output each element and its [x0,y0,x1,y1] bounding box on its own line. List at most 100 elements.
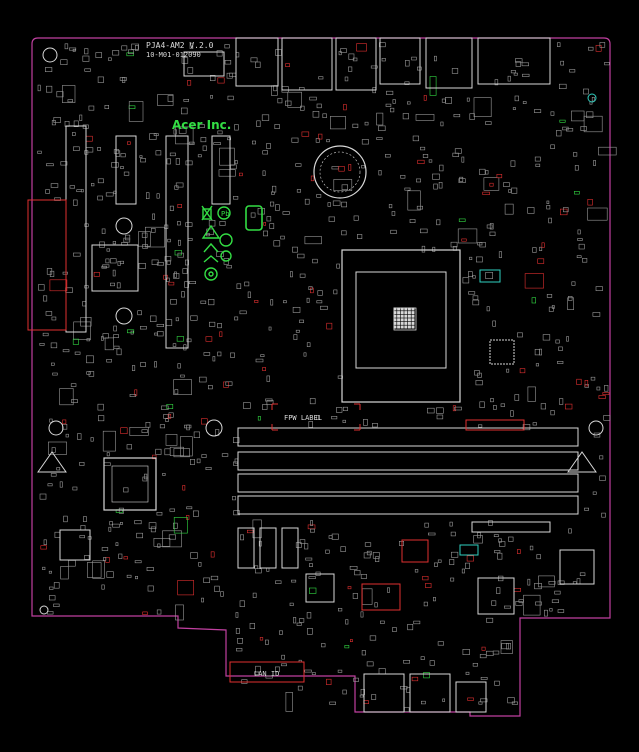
smd-footprint [342,419,346,423]
smd-footprint [132,365,136,371]
smd-footprint [344,645,350,649]
misc-ics [59,339,595,615]
bottom-connectors [363,673,487,713]
smd-footprint [559,398,564,405]
smd-footprint [165,418,169,423]
smd-footprint [83,516,87,522]
smd-footprint [376,137,383,140]
smd-footprint [120,522,123,525]
smd-footprint [432,597,436,602]
smd-footprint [527,578,531,586]
smd-footprint [423,95,427,101]
ul-mark-icon [203,242,232,262]
smd-footprint [388,204,393,209]
smd-footprint [230,352,235,358]
smd-footprint [93,271,100,277]
smd-footprint [73,120,79,128]
smd-footprint [591,97,595,102]
smd-footprint [457,228,478,244]
smd-footprint [578,243,585,250]
smd-footprint [308,587,317,594]
smd-footprint [542,334,551,341]
smd-footprint [54,531,61,538]
smd-footprint [177,580,194,596]
smd-footprint [289,602,294,606]
smd-footprint [233,510,240,516]
smd-footprint [462,277,470,284]
smd-footprint [123,556,129,560]
smd-footprint [180,436,193,457]
smd-footprint [172,343,177,347]
smd-footprint [175,604,184,621]
smd-footprint [329,116,346,130]
smd-footprint [479,242,486,248]
smd-footprint [341,230,347,236]
cpu-socket-grid [393,307,415,329]
smd-footprint [438,182,443,189]
smd-footprint [297,685,303,691]
smd-footprint [372,552,380,559]
smd-footprint [198,561,202,567]
smd-footprint [590,376,596,381]
smd-footprint [166,403,174,409]
compliance-icons: Pb [201,205,501,556]
smd-footprint [450,551,459,558]
smd-footprint [482,191,490,195]
socket-pin [411,311,415,315]
smd-footprint [442,698,446,702]
smd-footprint [465,671,470,675]
smd-footprint [379,42,386,48]
smd-footprint [74,351,81,355]
smd-footprint [304,198,310,205]
smd-footprint [68,560,76,567]
smd-footprint [217,77,225,84]
socket-pin [411,314,415,318]
smd-footprint [444,97,452,104]
smd-footprint [145,421,151,428]
smd-footprint [247,529,254,534]
smd-footprint [129,393,137,397]
smd-footprint [50,342,58,349]
smd-footprint [59,388,74,406]
smd-footprint [105,258,110,264]
smd-footprint [450,531,456,537]
smd-footprint [473,535,483,544]
smd-footprint [72,132,76,136]
smd-footprint [548,306,554,312]
smd-footprint [168,412,174,418]
smd-footprint [404,707,410,712]
smd-footprint [101,547,109,551]
smd-footprint [291,137,299,143]
smd-footprint [161,405,169,410]
smd-footprint [557,42,561,48]
ce-mark-icon [203,255,219,263]
smd-footprint [232,496,236,501]
smd-footprint [574,191,580,195]
smd-footprint [275,580,282,584]
socket-pin [393,307,397,311]
smd-footprint [177,221,181,226]
smd-footprint [559,119,566,123]
smd-footprint [254,565,259,569]
smd-footprint [310,520,313,526]
smd-footprint [466,555,474,562]
smd-footprint [185,160,193,166]
smd-footprint [106,571,114,578]
smd-footprint [79,461,85,466]
smd-footprint [326,678,332,686]
smd-footprint [190,458,195,465]
smd-footprint [419,228,428,234]
smd-footprint [51,447,56,453]
smd-footprint [317,290,323,296]
smd-footprint [489,182,494,187]
smd-footprint [492,320,496,327]
socket-pin [393,314,397,318]
smd-footprint [353,215,359,221]
smd-footprint [303,352,307,357]
smd-footprint [178,127,187,134]
smd-footprint [128,101,144,122]
smd-footprint [214,585,220,592]
smd-footprint [186,424,190,431]
lead-free-icon: Pb [217,206,231,220]
smd-footprint [77,433,82,440]
